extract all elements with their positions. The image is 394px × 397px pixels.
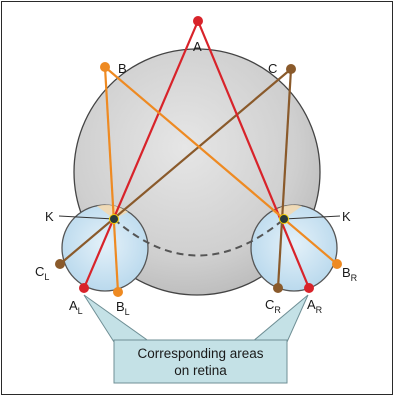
left-fovea-point [109,214,119,224]
right-fovea-point [279,214,289,224]
point-A [193,16,203,26]
label-BL: BL [116,299,130,317]
label-A: A [193,39,202,54]
point-B [100,62,110,72]
point-AL [79,283,89,293]
left-eye [62,205,148,291]
point-CL [55,259,65,269]
callout-line1: Corresponding areas [137,346,263,361]
point-CR [273,283,283,293]
point-BR [332,259,342,269]
label-C: C [268,61,277,76]
point-BL [113,287,123,297]
callout-line2: on retina [174,363,227,378]
label-BR: BR [342,265,358,283]
label-B: B [118,61,127,76]
label-AL: AL [69,298,83,316]
label-CL: CL [35,264,49,282]
label-K-right: K [342,209,351,224]
label-K-left: K [45,209,54,224]
point-C [286,64,296,74]
label-CR: CR [265,297,281,315]
label-AR: AR [307,297,323,315]
point-AR [304,283,314,293]
right-eye [251,205,337,291]
